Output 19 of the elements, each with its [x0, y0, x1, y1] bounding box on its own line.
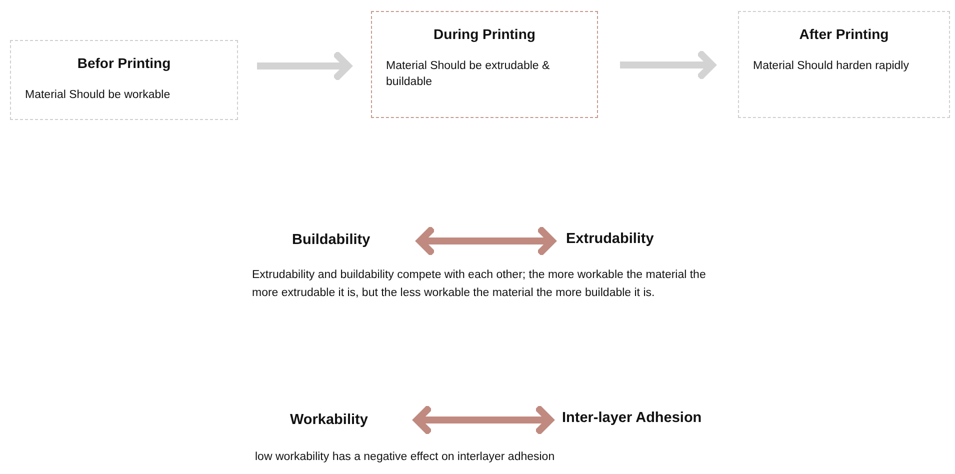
stage-description: Material Should be workable: [25, 88, 172, 103]
stage-box: [371, 11, 598, 118]
property-term: Inter-layer Adhesion: [562, 410, 702, 426]
arrow: [257, 50, 352, 82]
stage-title: After Printing: [798, 26, 890, 42]
arrow: [620, 48, 716, 82]
stage-description: Material Should be extrudable & buildable: [386, 59, 551, 90]
stage-description: Material Should harden rapidly: [753, 59, 910, 74]
arrow: [416, 224, 556, 258]
explanation-text: Extrudability and buildability compete with each other; the more workable the material the more extrudable it is, but the less workable the material the more buildable it is.: [252, 268, 707, 301]
property-term: Workability: [290, 412, 368, 428]
property-term: Extrudability: [566, 231, 654, 247]
stage-title: During Printing: [432, 26, 536, 42]
stage-box: [10, 40, 238, 120]
stage-box: [738, 11, 950, 118]
stage-title: Befor Printing: [76, 55, 172, 71]
arrow: [414, 404, 554, 436]
explanation-text: low workability has a negative effect on interlayer adhesion: [255, 450, 556, 465]
property-term: Buildability: [292, 232, 370, 248]
